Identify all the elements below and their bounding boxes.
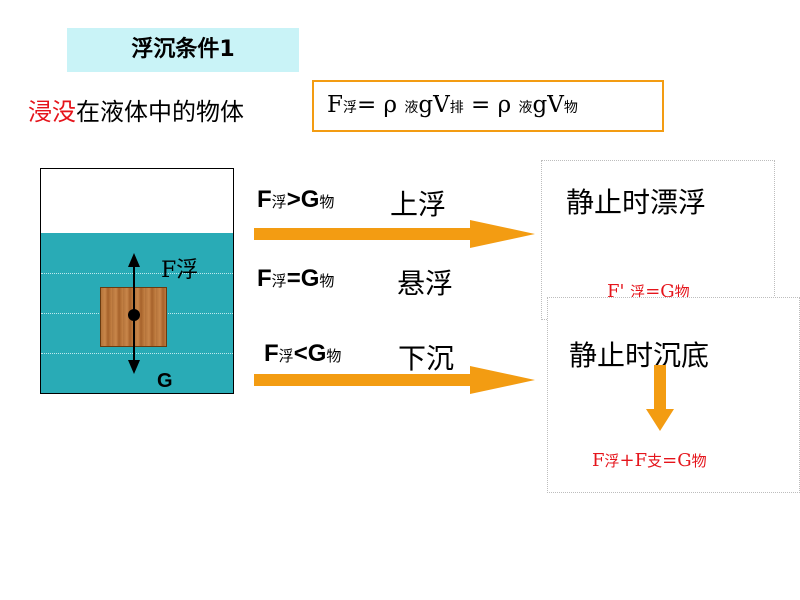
cond-f-sub: 浮 (271, 272, 287, 290)
page-title: 浮沉条件1 (131, 37, 235, 62)
cond-g-sub: 物 (326, 347, 342, 365)
cond-f-sub: 浮 (271, 193, 287, 211)
sink-zhi: 支 (647, 452, 663, 470)
formula-box (312, 80, 664, 132)
arrow-rise (254, 220, 535, 248)
down-arrow (646, 365, 674, 431)
arrow-sink (254, 366, 535, 394)
cond-op: > (286, 186, 301, 213)
sink-result: 静止时沉底 (569, 339, 710, 372)
cond-f: F (257, 265, 272, 292)
condition-rise: F浮>G物 (257, 186, 334, 214)
buoyancy-label: F浮 (161, 258, 199, 283)
intro-highlight: 浸没 (28, 98, 76, 126)
formula-liq1: 液 (404, 100, 419, 116)
sink-plus: +F (619, 450, 648, 471)
cond-f: F (264, 340, 279, 367)
cond-g: G (300, 265, 320, 292)
state-sink: 下沉 (398, 342, 455, 375)
cond-g: G (300, 186, 320, 213)
buoyancy-formula: F浮= ρ 液gV排 = ρ 液gV物 (327, 92, 578, 118)
cond-f-sub: 浮 (278, 347, 294, 365)
float-f-sub: 浮 (630, 283, 646, 301)
float-result: 静止时漂浮 (566, 186, 707, 219)
float-formula: F' 浮=G物 (607, 281, 690, 302)
sink-f-sub: 浮 (604, 452, 620, 470)
float-eq: =G (645, 281, 675, 302)
buoyancy-arrowhead (128, 253, 140, 267)
water-line (41, 353, 233, 354)
down-arrow-shape (646, 365, 674, 431)
sink-eq: =G (662, 450, 692, 471)
water-line (41, 273, 233, 274)
gravity-label: G (157, 370, 173, 392)
sink-f: F (592, 450, 605, 471)
float-wu: 物 (674, 283, 690, 301)
formula-mid2: = ρ (463, 92, 519, 118)
formula-mid1: = ρ (356, 92, 405, 118)
center-dot (128, 309, 140, 321)
gravity-arrowhead (128, 360, 140, 374)
intro-rest: 在液体中的物体 (76, 98, 244, 126)
cond-op: < (293, 340, 308, 367)
formula-f: F (327, 92, 343, 118)
formula-pai: 排 (449, 100, 464, 116)
condition-sink: F浮<G物 (264, 340, 341, 368)
formula-f-sub: 浮 (342, 100, 357, 116)
cond-op: = (286, 265, 301, 292)
condition-suspend: F浮=G物 (257, 265, 334, 293)
formula-gv2: gV (532, 92, 564, 118)
sink-panel (547, 297, 800, 493)
cond-f: F (257, 186, 272, 213)
cond-g: G (307, 340, 327, 367)
cond-g-sub: 物 (319, 193, 335, 211)
intro-text: 浸没在液体中的物体 (28, 93, 244, 131)
state-rise: 上浮 (390, 188, 447, 221)
state-suspend: 悬浮 (397, 267, 454, 300)
float-f: F' (607, 281, 631, 302)
formula-gv1: gV (418, 92, 450, 118)
formula-wu: 物 (563, 100, 578, 116)
sink-formula: F浮+F支=G物 (592, 450, 707, 471)
formula-liq2: 液 (518, 100, 533, 116)
title-box (67, 28, 299, 72)
sink-wu: 物 (691, 452, 707, 470)
cond-g-sub: 物 (319, 272, 335, 290)
